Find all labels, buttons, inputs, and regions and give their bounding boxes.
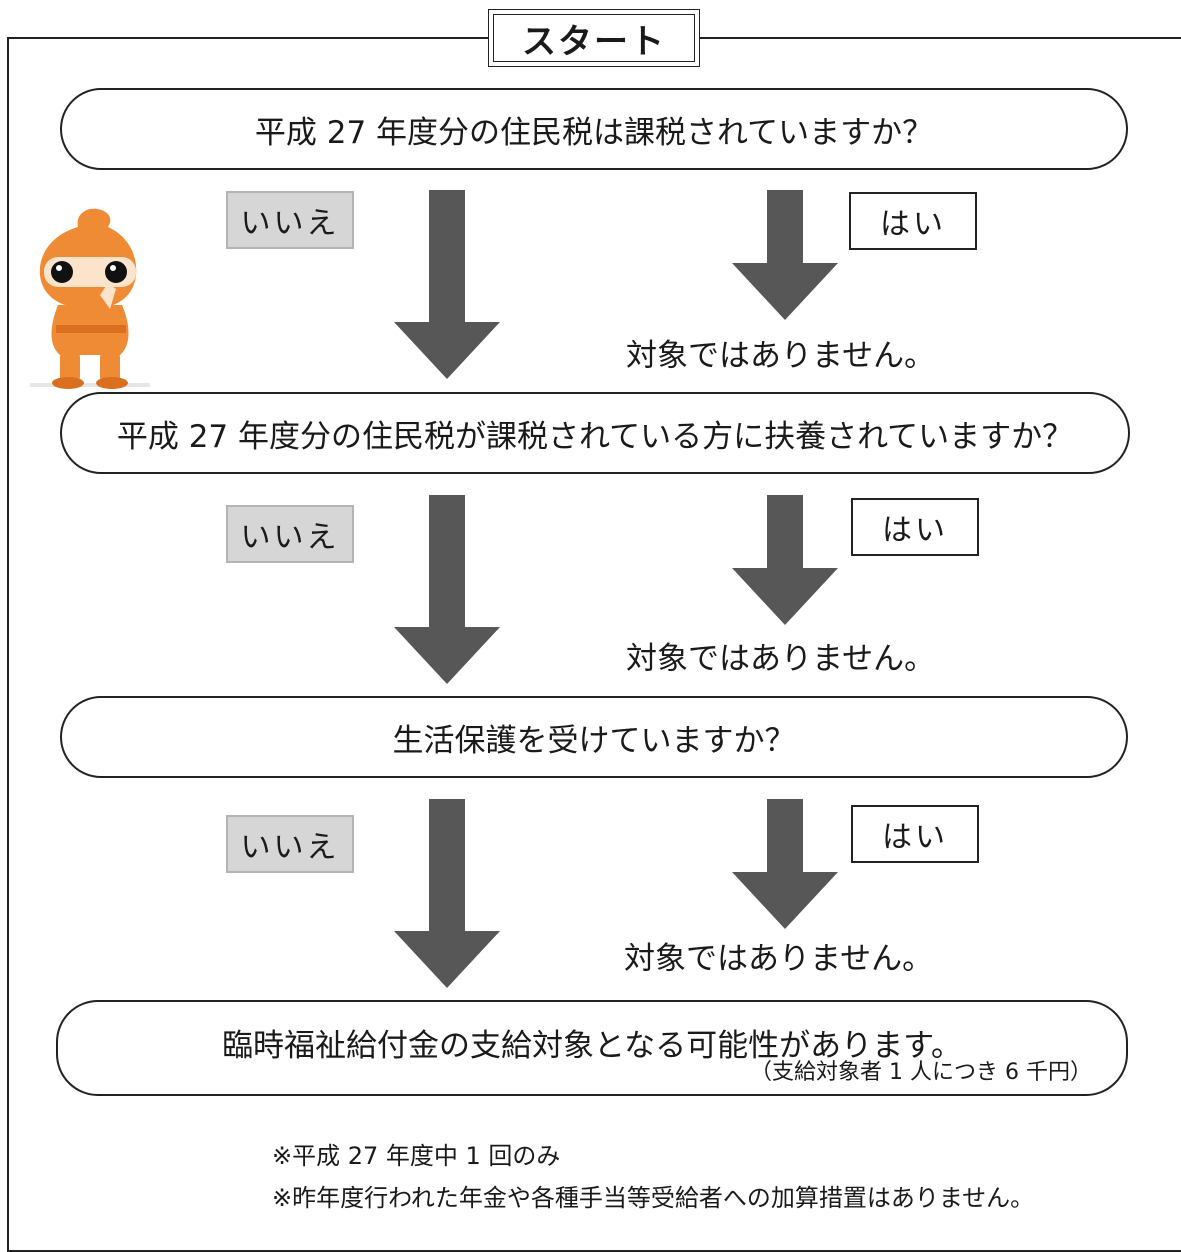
yes-arrow-2 (732, 495, 838, 625)
not-eligible-3: 対象ではありません。 (624, 941, 934, 977)
question-2-text: 平成 27 年度分の住民税が課税されている方に扶養されていますか？ (116, 418, 1074, 455)
no-label-3: いいえ (226, 815, 354, 873)
start-label: スタート (493, 14, 695, 62)
question-1: 平成 27 年度分の住民税は課税されていますか？ (60, 88, 1128, 170)
footnote-2: ※昨年度行われた年金や各種手当等受給者への加算措置はありません。 (272, 1184, 1035, 1212)
result-text: 臨時福祉給付金の支給対象となる可能性があります。 (222, 1028, 962, 1064)
no-arrow-3 (394, 799, 500, 988)
question-2: 平成 27 年度分の住民税が課税されている方に扶養されていますか？ (60, 392, 1130, 474)
not-eligible-1: 対象ではありません。 (626, 338, 936, 374)
no-label-1: いいえ (226, 191, 354, 249)
yes-arrow-3 (732, 799, 838, 929)
question-3-text: 生活保護を受けていますか？ (392, 722, 796, 759)
yes-label-3: はい (851, 805, 979, 863)
result-note: （支給対象者 1 人につき 6 千円） (750, 1060, 1092, 1085)
yes-label-1: はい (849, 192, 977, 250)
ninja-mascot-icon (30, 208, 150, 389)
not-eligible-2: 対象ではありません。 (626, 641, 936, 677)
no-arrow-1 (394, 190, 500, 379)
question-3: 生活保護を受けていますか？ (60, 696, 1128, 778)
no-arrow-2 (394, 495, 500, 684)
no-label-2: いいえ (226, 505, 354, 563)
yes-arrow-1 (732, 190, 838, 320)
question-1-text: 平成 27 年度分の住民税は課税されていますか？ (254, 114, 934, 151)
yes-label-2: はい (851, 498, 979, 556)
footnote-1: ※平成 27 年度中 1 回のみ (272, 1142, 561, 1170)
start-label-box: スタート (488, 9, 700, 67)
result-box: 臨時福祉給付金の支給対象となる可能性があります。 （支給対象者 1 人につき 6… (56, 1000, 1128, 1096)
